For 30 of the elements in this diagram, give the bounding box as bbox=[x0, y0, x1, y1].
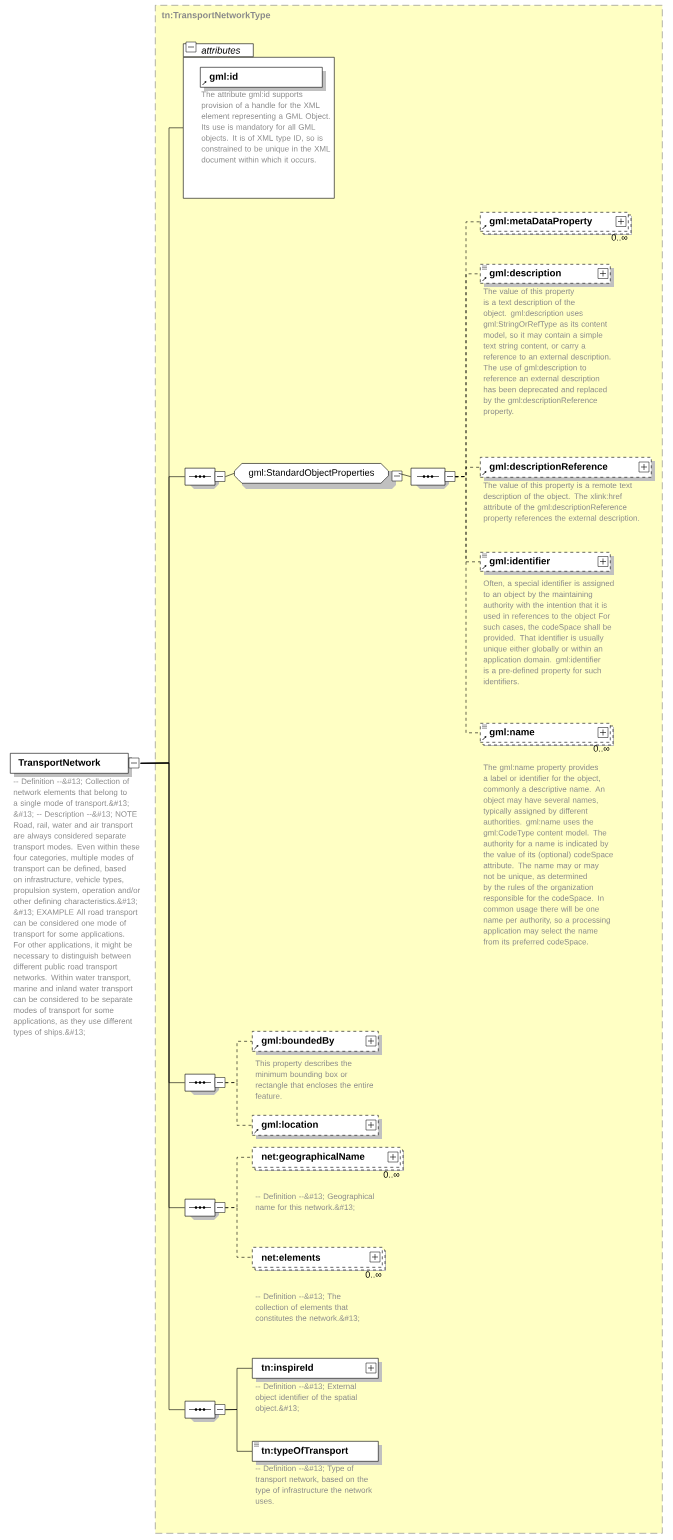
connector-line bbox=[140, 762, 185, 1410]
element-box: net:geographicalName bbox=[252, 1147, 404, 1171]
element-box: gml:id bbox=[200, 67, 326, 91]
element-box: gml:boundedBy bbox=[252, 1031, 382, 1055]
element-box: net:elements bbox=[252, 1247, 386, 1271]
connector-line bbox=[225, 1409, 253, 1452]
sequence-compositor bbox=[184, 1073, 226, 1095]
sequence-compositor bbox=[184, 467, 226, 489]
element-box: gml:descriptionReference bbox=[480, 457, 655, 481]
sequence-compositor bbox=[184, 1400, 226, 1422]
cardinality-label: 0..∞ bbox=[611, 234, 628, 241]
element-box: gml:location bbox=[252, 1115, 382, 1139]
element-box: gml:metaDataProperty bbox=[480, 212, 632, 235]
connector-line bbox=[225, 1207, 253, 1258]
cardinality-label: 0..∞ bbox=[593, 745, 610, 752]
sequence-compositor bbox=[410, 467, 456, 489]
node-label: attributes bbox=[201, 46, 241, 54]
element-box: gml:name bbox=[480, 723, 614, 746]
group-reference-box: gml:StandardObjectProperties bbox=[234, 463, 403, 489]
connector-line bbox=[225, 1082, 253, 1126]
connector-line bbox=[225, 473, 235, 477]
cardinality-label: 0..∞ bbox=[383, 1171, 400, 1178]
element-box: tn:typeOfTransport bbox=[252, 1441, 382, 1465]
element-box: gml:identifier bbox=[480, 552, 614, 575]
root-element-box: TransportNetwork bbox=[10, 753, 140, 777]
connector-line bbox=[398, 473, 411, 477]
element-box: gml:description bbox=[480, 264, 614, 287]
cardinality-label: 0..∞ bbox=[365, 1271, 382, 1278]
sequence-compositor bbox=[184, 1198, 226, 1220]
element-box: tn:inspireId bbox=[252, 1358, 382, 1382]
